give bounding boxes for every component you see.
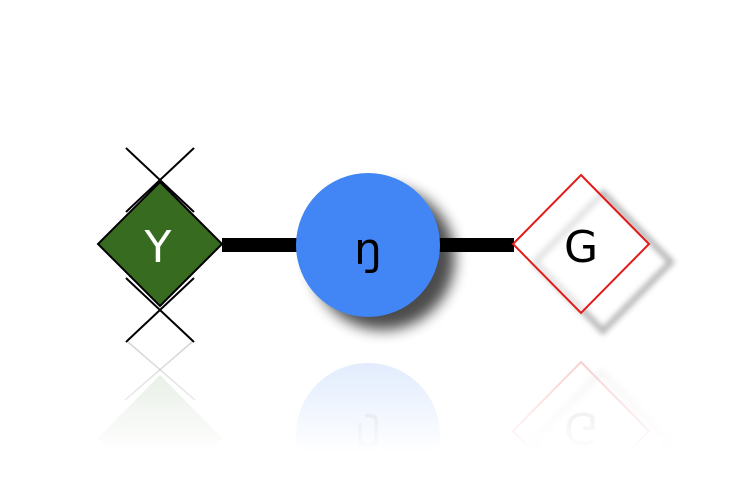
eng-circle <box>296 173 440 317</box>
node-g[interactable]: G <box>511 173 676 336</box>
eng-label: ŋ <box>354 224 382 275</box>
cross-line <box>125 147 195 213</box>
y-label: Y <box>144 222 172 273</box>
y-diamond <box>96 180 224 308</box>
g-diamond <box>511 173 651 315</box>
node-eng[interactable]: ŋ <box>296 173 455 330</box>
node-y[interactable]: Y <box>96 147 224 343</box>
cross-line <box>125 277 195 343</box>
g-label: G <box>564 222 598 273</box>
